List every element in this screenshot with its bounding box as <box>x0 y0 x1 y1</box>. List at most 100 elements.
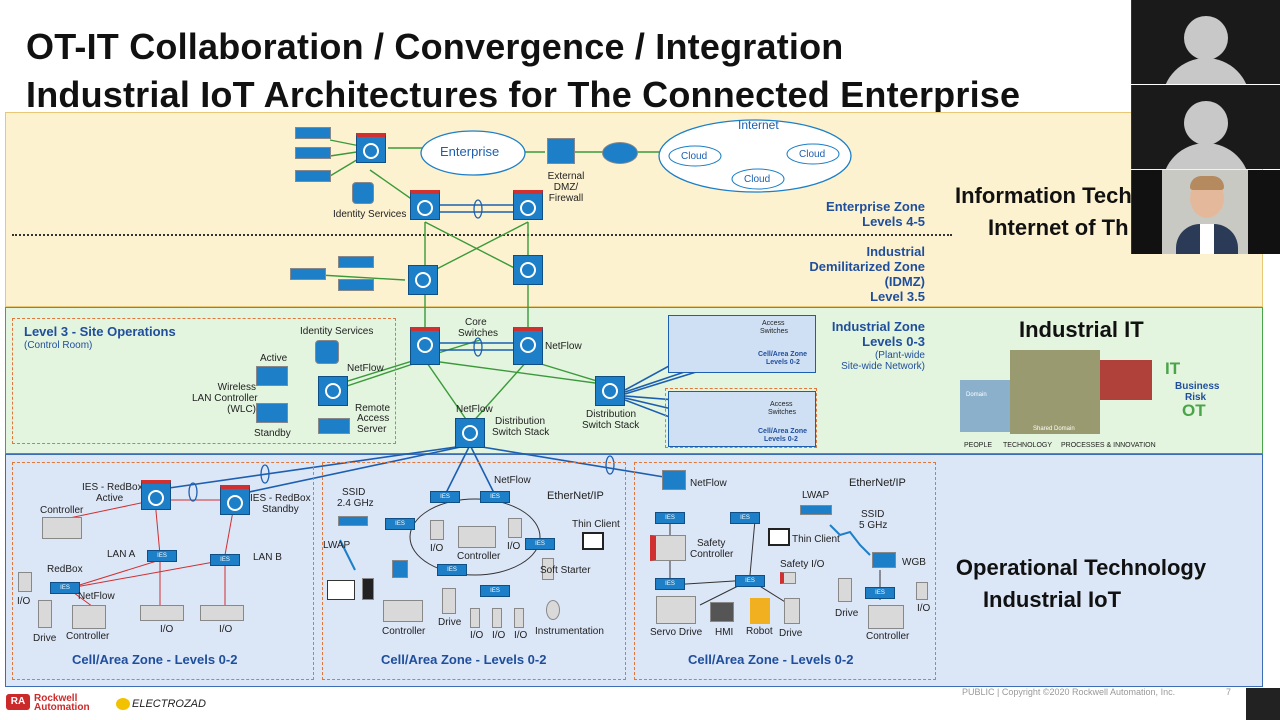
access-box-2-label-2: Switches <box>768 409 797 416</box>
slide-title-line1: OT-IT Collaboration / Convergence / Inte… <box>26 26 844 67</box>
cell2-io-label-2: I/O <box>507 541 521 552</box>
ies-redbox-active-icon <box>141 480 171 510</box>
idmz-server-icon <box>338 279 374 291</box>
access-box-1-label-1: Access <box>762 320 785 327</box>
idmz-line1: Industrial <box>866 244 925 259</box>
industrial-it-heading: Industrial IT <box>1019 317 1144 342</box>
cell3-ies-5-icon: IES <box>865 587 895 599</box>
wlc-active-label: Active <box>260 353 288 364</box>
ies-active-label-2: Active <box>96 493 124 504</box>
access-box-2-cell-1: Cell/Area Zone <box>758 428 808 435</box>
server-icon <box>295 170 331 182</box>
cell3-drive2-icon <box>838 578 852 602</box>
participant-tile-2[interactable] <box>1131 85 1280 169</box>
cell1-io-icon <box>18 572 32 592</box>
ot-badge: OT <box>1182 401 1206 420</box>
cell1-controller2-icon <box>72 605 106 629</box>
safety-io-icon <box>780 572 796 584</box>
wlc-standby-icon <box>256 403 288 423</box>
idmz-firewall-switch-1 <box>410 190 440 220</box>
wlc-standby-label: Standby <box>254 428 291 439</box>
cell3-drive-icon <box>784 598 800 624</box>
cell2-io4-icon <box>492 608 502 628</box>
cell1-netflow-label: NetFlow <box>78 591 115 602</box>
dist-label-3: Distribution <box>586 409 637 420</box>
technology-caption: TECHNOLOGY <box>1003 442 1053 449</box>
cell2-io5-icon <box>514 608 524 628</box>
router-icon <box>602 142 638 164</box>
cell1-drive-label: Drive <box>33 633 57 644</box>
cloud-label-3: Cloud <box>744 174 771 185</box>
cloud-label-2: Cloud <box>799 149 826 160</box>
firewall-icon <box>547 138 575 164</box>
idmz-line3: (IDMZ) <box>884 274 925 289</box>
ies-redbox-standby-icon <box>220 485 250 515</box>
electrozad-logo-icon <box>116 698 130 710</box>
cell3-ies-3-icon: IES <box>655 578 685 590</box>
wgb-icon <box>872 552 896 568</box>
remote-access-label-2: Access <box>357 413 390 424</box>
ies-standby-label-1: IES - RedBox <box>250 493 311 504</box>
cell2-io3-icon <box>470 608 480 628</box>
cell3-controller-label: Controller <box>866 631 910 642</box>
server-icon <box>295 127 331 139</box>
it-heading-2: Internet of Th <box>988 215 1129 240</box>
cell3-ies-1-icon: IES <box>655 512 685 524</box>
access-box-1-cell-1: Cell/Area Zone <box>758 351 808 358</box>
cell3-ies-2-icon: IES <box>730 512 760 524</box>
site-netflow-label: NetFlow <box>347 363 384 374</box>
electrozad-logo-text: ELECTROZAD <box>132 698 206 710</box>
cell2-thin-client-icon <box>582 532 604 550</box>
cell-zone-2-box <box>322 462 626 680</box>
distribution-switch-2-icon <box>595 376 625 406</box>
cell1-controller-icon <box>42 517 82 539</box>
participant-tile-1[interactable] <box>1131 0 1280 84</box>
copyright-text: PUBLIC | Copyright ©2020 Rockwell Automa… <box>962 687 1176 697</box>
cell2-ies-1-icon: IES <box>430 491 460 503</box>
page-number: 7 <box>1226 687 1232 697</box>
cell3-controller-icon <box>868 605 904 629</box>
access-box-2-outline <box>665 388 817 448</box>
cell1-drive-icon <box>38 600 52 628</box>
cell2-io-icon-2 <box>508 518 522 538</box>
cell2-laptop-icon <box>327 580 355 600</box>
enterprise-zone-levels: Levels 4-5 <box>862 214 925 229</box>
idmz-firewall-icon-1 <box>408 265 438 295</box>
ot-heading-1: Operational Technology <box>955 555 1207 580</box>
safety-controller-label-2: Controller <box>690 549 734 560</box>
cell2-ies-3-icon: IES <box>385 518 415 530</box>
cell3-io-icon <box>916 582 928 600</box>
cell1-io2-icon <box>140 605 184 621</box>
engineer-photo <box>1010 350 1100 434</box>
distribution-switch-1-icon <box>455 418 485 448</box>
processes-photo <box>1100 360 1152 400</box>
cell3-io-label: I/O <box>917 603 931 614</box>
wgb-label: WGB <box>902 557 926 568</box>
hmi-icon <box>710 602 734 622</box>
identity-services-label: Identity Services <box>333 209 407 220</box>
cell-zone-1-box <box>12 462 314 680</box>
external-dmz-label: External DMZ/ Firewall <box>547 171 585 204</box>
shared-domain-label: Shared Domain <box>1033 426 1075 432</box>
cell2-controller2-label: Controller <box>382 626 426 637</box>
cell2-io-label-1: I/O <box>430 543 444 554</box>
cell1-io3-icon <box>200 605 244 621</box>
industrial-zone-title: Industrial Zone <box>831 319 925 334</box>
cell2-ies-4-icon: IES <box>525 538 555 550</box>
idmz-server-icon <box>338 256 374 268</box>
access-box-1 <box>668 315 816 373</box>
cell3-netflow-label: NetFlow <box>690 478 727 489</box>
people-caption: PEOPLE <box>964 442 993 449</box>
cell3-lwap-icon <box>800 505 832 515</box>
participant-avatar-icon <box>1184 16 1228 60</box>
cell2-netflow-label: NetFlow <box>494 475 531 486</box>
dist-label-2: Switch Stack <box>492 427 550 438</box>
rockwell-logo-icon: RA <box>6 694 30 710</box>
wlc-label-3: (WLC) <box>227 404 256 415</box>
participant-shirt <box>1200 224 1214 254</box>
cell3-ies-4-icon: IES <box>735 575 765 587</box>
participant-tile-3-video[interactable] <box>1131 170 1280 254</box>
server-icon <box>295 147 331 159</box>
cell2-io-icon <box>430 520 444 540</box>
site-operations-title: Level 3 - Site Operations <box>24 324 176 339</box>
